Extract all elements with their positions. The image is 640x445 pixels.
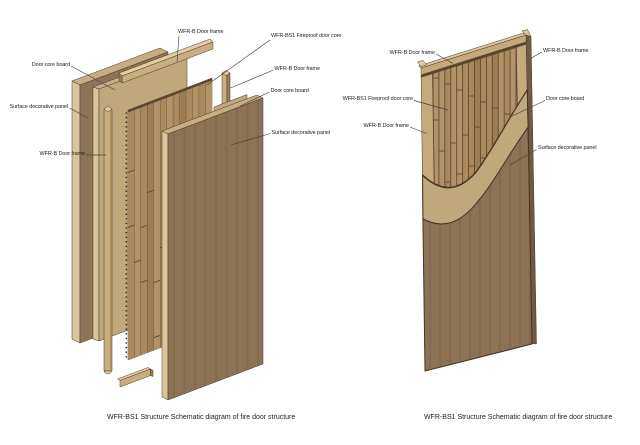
label-door-frame-top-rail: WFR-B Door frame (178, 29, 224, 35)
surface-decorative-panel (422, 125, 533, 372)
stile-top-cap (103, 105, 113, 113)
door-frame-left-stile (103, 105, 113, 375)
stile-bottom-cap (103, 370, 113, 375)
slat-top-caps (128, 78, 212, 113)
label-door-core-board-r: Door core board (546, 95, 585, 102)
label-fireproof-door-core: WFR-BS1 Fireproof door core (271, 33, 342, 39)
label-surface-decorative-panel-back: Surface decorative panel (9, 103, 69, 110)
exploded-door-diagram (69, 35, 274, 401)
door-frame-bottom-rail (117, 367, 154, 388)
label-surface-decorative-panel-r: Surface decorative panel (538, 144, 597, 151)
right-leader-lines (409, 51, 546, 166)
serrated-edge-dots (125, 112, 128, 358)
door-frame-top-rail (421, 35, 527, 75)
left-leader-lines (69, 35, 274, 156)
label-door-core-board-front: Door core board (270, 88, 309, 94)
label-door-frame-left-stile: WFR-B Door frame (39, 151, 86, 157)
label-door-frame-left-stile-r: WFR-B Door frame (363, 122, 410, 129)
stile-shade (110, 109, 112, 371)
rail-end-cap (150, 368, 154, 377)
panel-face (167, 97, 264, 401)
surface-decorative-panel-front (161, 94, 264, 401)
stile-top-cap (221, 70, 231, 76)
cutaway-door-diagram (409, 29, 546, 372)
panel-side-edge (161, 130, 169, 401)
board-side-edge (92, 86, 100, 342)
label-door-frame-top-rail-r: WFR-B Door frame (389, 50, 436, 56)
stile-top-cap (417, 60, 427, 67)
label-fireproof-door-core-r: WFR-BS1 Fireproof door core (342, 95, 413, 102)
panel-side-edge (71, 80, 81, 344)
label-door-frame-right-stile: WFR-B Door frame (274, 66, 321, 72)
door-frame-left-stile (421, 64, 437, 188)
label-door-frame-right-stile-r: WFR-B Door frame (543, 47, 589, 54)
label-door-core-board-back: Door core board (31, 61, 70, 68)
door-frame-top-rail (118, 38, 214, 84)
wood-grain (173, 98, 259, 400)
label-surface-decorative-panel-front: Surface decorative panel (271, 129, 331, 136)
slat-top-caps (421, 41, 527, 78)
rail-end-cap (118, 72, 123, 84)
right-diagram-caption: WFR-BS1 Structure Schematic diagram of f… (424, 414, 613, 421)
left-diagram-caption: WFR-BS1 Structure Schematic diagram of f… (107, 414, 296, 421)
